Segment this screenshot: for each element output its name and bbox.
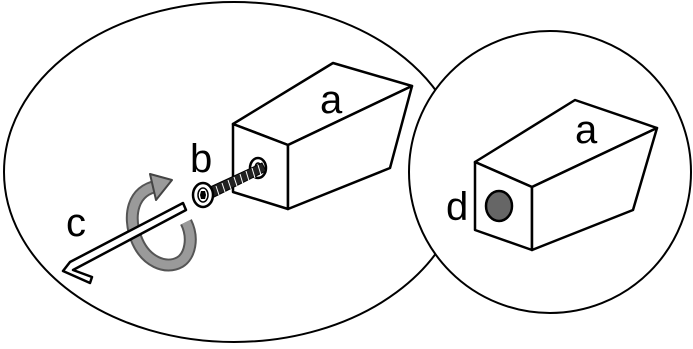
label-d: d [446,185,468,229]
right-box [473,98,659,252]
hex-key-icon [61,201,188,285]
right-box-side [530,126,659,252]
right-box-hole [484,189,514,223]
left-box-side [286,84,414,211]
label-a-left: a [320,78,343,122]
label-c: c [66,201,86,245]
label-a-right: a [575,108,598,152]
right-panel: a d [408,30,692,314]
rotate-arrow-icon [125,173,197,272]
left-panel: a b c [3,1,465,343]
screw-icon [191,162,267,209]
label-b: b [190,137,212,181]
